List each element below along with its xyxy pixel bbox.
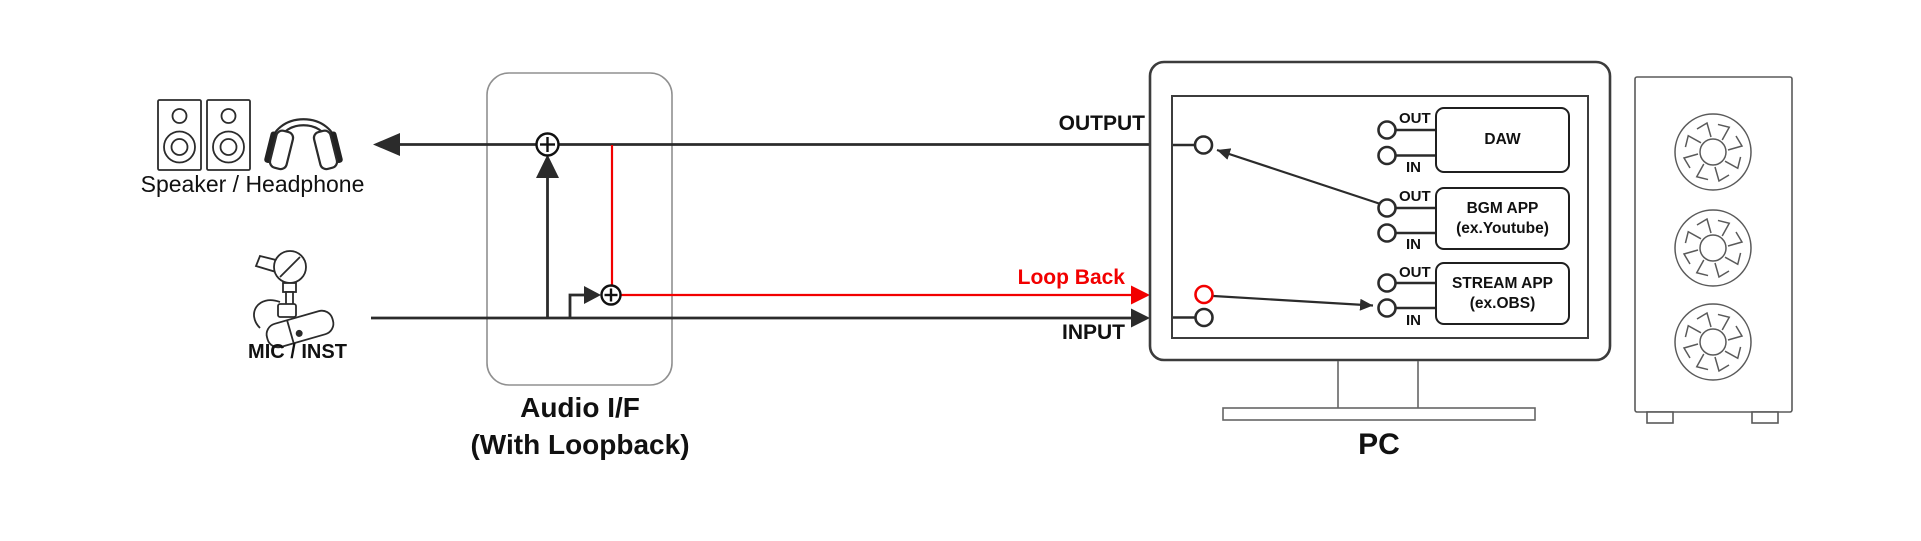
mic-icon (253, 250, 335, 349)
pc-label: PC (1358, 428, 1400, 461)
input-branch-arrow (568, 293, 584, 317)
loopback-label: Loop Back (1017, 266, 1125, 289)
speaker-icon (206, 99, 251, 171)
bgm-in-port-circle (1377, 223, 1397, 243)
stream-app-name: STREAM APP (1451, 274, 1554, 292)
headphone-icon (264, 118, 343, 171)
loopback-arrowhead (1131, 285, 1150, 305)
output-port-circle (1193, 135, 1214, 155)
bgm-out-label: OUT (1399, 188, 1431, 205)
sum-node-icon (600, 284, 622, 306)
bgm-to-output-line (1216, 148, 1380, 205)
audio-interface-box (486, 72, 673, 386)
app-port-stubs (1395, 128, 1435, 310)
branch-arrowhead (584, 286, 601, 304)
bgm-app-box: BGM APP (ex.Youtube) (1435, 187, 1570, 250)
stream-out-label: OUT (1399, 264, 1431, 281)
stream-in-label: IN (1406, 312, 1421, 329)
mix-arrowhead (536, 154, 559, 178)
daw-app-box: DAW (1435, 107, 1570, 173)
speaker-headphone-label: Speaker / Headphone (140, 171, 365, 197)
stream-app-subtitle: (ex.OBS) (1469, 294, 1536, 312)
bgm-app-name: BGM APP (1466, 199, 1539, 217)
output-label: OUTPUT (1058, 112, 1145, 135)
bgm-app-subtitle: (ex.Youtube) (1456, 219, 1549, 237)
bgm-out-port-circle (1377, 198, 1397, 218)
stream-in-port-circle (1377, 298, 1397, 318)
monitor-stand (1222, 361, 1536, 421)
audio-interface-title: Audio I/F (520, 392, 640, 423)
input-port-circle (1194, 307, 1214, 328)
daw-in-port-circle (1377, 145, 1397, 166)
loopback-to-stream-line (1213, 294, 1374, 311)
app-port-circles (1377, 120, 1397, 318)
input-arrowhead (1131, 308, 1150, 328)
speaker-icon (157, 99, 202, 171)
stream-out-port-circle (1377, 273, 1397, 293)
pc-tower-icon (1634, 76, 1793, 424)
loopback-port-circle (1194, 284, 1214, 305)
stream-app-box: STREAM APP (ex.OBS) (1435, 262, 1570, 325)
sum-node-icon (535, 132, 560, 157)
daw-app-name: DAW (1484, 131, 1521, 149)
daw-out-port-circle (1377, 120, 1397, 140)
screen-output-stub (1173, 143, 1196, 319)
audio-interface-subtitle: (With Loopback) (470, 429, 690, 460)
mic-inst-label: MIC / INST (248, 341, 347, 363)
input-label: INPUT (1062, 321, 1125, 344)
daw-out-label: OUT (1399, 110, 1431, 127)
output-arrowhead (373, 133, 400, 156)
daw-in-label: IN (1406, 159, 1421, 176)
bgm-in-label: IN (1406, 236, 1421, 253)
